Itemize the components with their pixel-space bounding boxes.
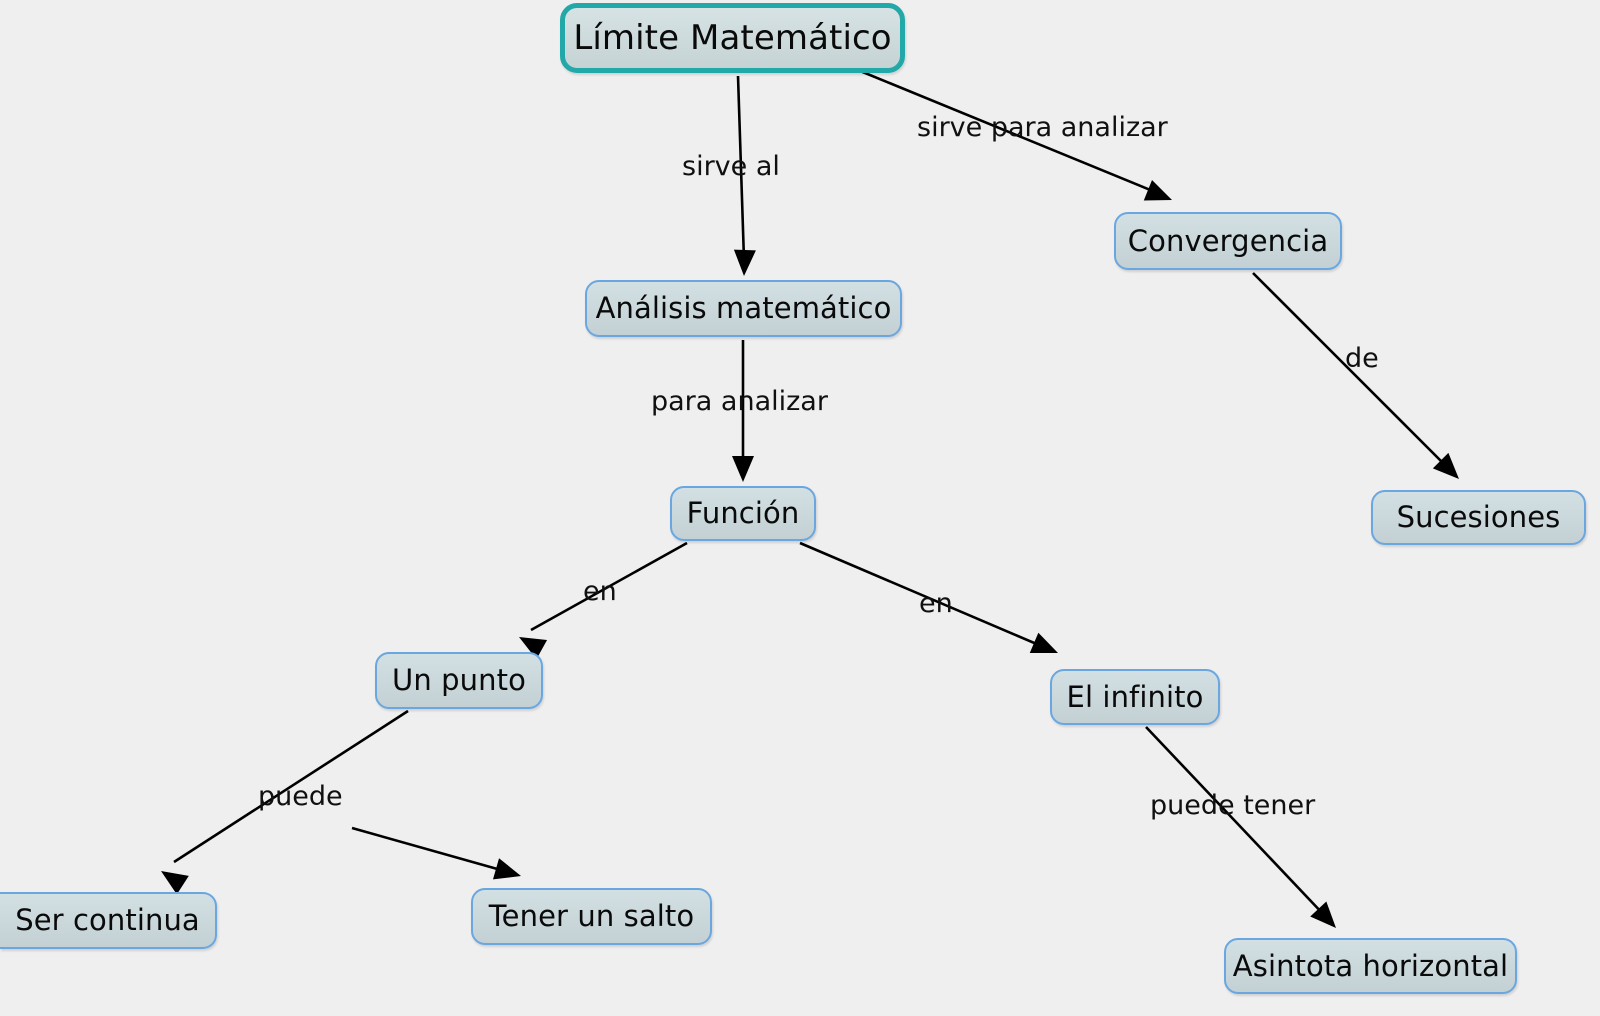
node-label: Asintota horizontal (1232, 948, 1509, 983)
edge-arrowhead-analisis-to-funcion (732, 456, 754, 482)
node-label: Función (686, 496, 800, 530)
node-limite[interactable]: Límite Matemático (560, 3, 905, 73)
edge-label-unpunto-to-sercontinua: puede (258, 781, 343, 812)
node-label: El infinito (1066, 679, 1204, 714)
node-label: Análisis matemático (595, 291, 892, 325)
edge-label-elinfinito-to-asintota: puede tener (1150, 790, 1316, 821)
edge-label-funcion-to-unpunto: en (583, 576, 617, 607)
node-label: Límite Matemático (573, 18, 892, 58)
edge-label-convergencia-to-sucesiones: de (1345, 343, 1379, 374)
node-sucesiones[interactable]: Sucesiones (1371, 490, 1586, 545)
node-label: Un punto (392, 663, 526, 697)
node-convergencia[interactable]: Convergencia (1114, 212, 1342, 270)
node-label: Convergencia (1127, 223, 1329, 258)
node-tenersalto[interactable]: Tener un salto (471, 888, 712, 945)
edge-label-funcion-to-elinfinito: en (919, 588, 953, 619)
node-funcion[interactable]: Función (670, 486, 816, 541)
edge-arrowhead-unpunto-to-sercontinua (161, 871, 189, 895)
node-label: Tener un salto (488, 899, 695, 933)
edge-line-elinfinito-to-asintota (1145, 726, 1326, 917)
edge-arrowhead-elinfinito-to-asintota (1310, 901, 1336, 928)
edge-line-unpunto-to-tenersalto (351, 826, 509, 874)
edge-label-limite-to-analisis: sirve al (682, 151, 780, 182)
node-asintota[interactable]: Asintota horizontal (1224, 938, 1517, 994)
edge-arrowhead-limite-to-convergencia (1143, 180, 1172, 201)
edge-label-limite-to-convergencia: sirve para analizar (917, 112, 1168, 143)
node-label: Ser continua (15, 903, 200, 937)
edge-arrowhead-convergencia-to-sucesiones (1432, 452, 1459, 479)
edge-arrowhead-unpunto-to-tenersalto (492, 858, 521, 880)
node-unpunto[interactable]: Un punto (375, 652, 543, 709)
node-analisis[interactable]: Análisis matemático (585, 280, 902, 337)
node-elinfinito[interactable]: El infinito (1050, 669, 1220, 725)
edge-arrowhead-limite-to-analisis (733, 249, 756, 276)
node-label: Sucesiones (1396, 500, 1561, 534)
edge-label-analisis-to-funcion: para analizar (651, 386, 828, 417)
edge-arrowhead-funcion-to-elinfinito (1029, 632, 1058, 653)
node-sercontinua[interactable]: Ser continua (0, 892, 217, 949)
